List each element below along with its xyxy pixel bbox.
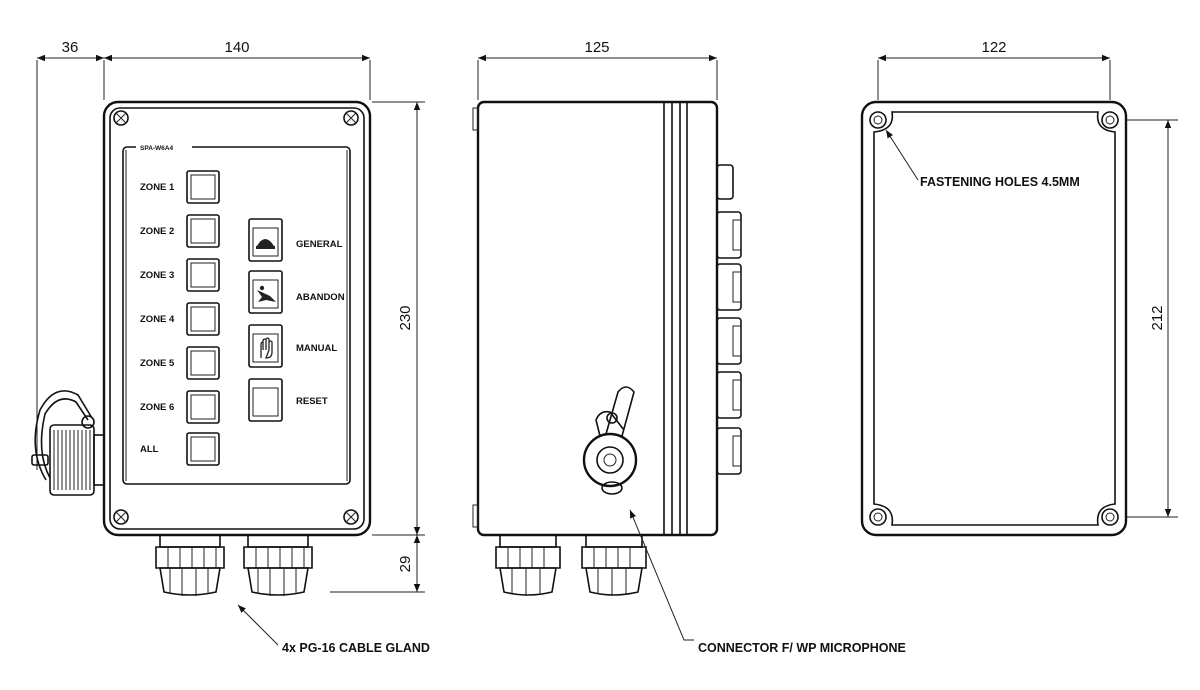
zone-2-button[interactable] — [186, 214, 220, 248]
microphone-leader — [629, 509, 694, 641]
dim-29-label: 29 — [397, 556, 414, 573]
front-enclosure — [102, 100, 372, 537]
zone-5-label: ZONE 5 — [140, 358, 175, 369]
general-button[interactable] — [248, 218, 283, 262]
zone-3-button[interactable] — [186, 258, 220, 292]
general-label: GENERAL — [296, 239, 343, 250]
dimension-front-height: 230 — [372, 101, 425, 536]
back-enclosure — [860, 100, 1128, 537]
dimension-connector-offset: 36 — [36, 39, 105, 470]
side-view: 125 — [472, 39, 906, 655]
zone-6-button[interactable] — [186, 390, 220, 424]
zone-buttons: ZONE 1 ZONE 2 ZONE 3 ZONE 4 ZONE 5 ZONE … — [140, 170, 220, 466]
dim-212-label: 212 — [1149, 305, 1166, 330]
front-view: 36 140 230 29 SPA-W6A4 — [31, 39, 430, 655]
dimension-gland-height: 29 — [330, 535, 425, 593]
cable-gland-leader — [237, 604, 279, 646]
zone-4-button[interactable] — [186, 302, 220, 336]
fastening-callout: FASTENING HOLES 4.5MM — [920, 175, 1080, 189]
front-panel — [122, 146, 351, 485]
alarm-bell-icon — [256, 239, 275, 249]
abandon-ship-icon — [257, 285, 276, 302]
model-label: SPA-W6A4 — [140, 145, 173, 152]
abandon-button[interactable] — [248, 270, 283, 314]
fastening-hole — [869, 111, 1119, 526]
microphone-socket — [582, 386, 638, 495]
dim-140-label: 140 — [224, 39, 249, 56]
dimension-back-width: 122 — [877, 39, 1111, 100]
hand-icon — [260, 337, 273, 359]
zone-all-button[interactable] — [186, 432, 220, 466]
zone-1-button[interactable] — [186, 170, 220, 204]
side-button-stack — [716, 164, 742, 475]
cable-gland — [495, 534, 561, 596]
dimension-front-width: 140 — [104, 39, 371, 100]
reset-button[interactable] — [248, 378, 283, 422]
microphone-connector — [31, 390, 105, 496]
cable-gland — [581, 534, 647, 596]
fastening-leader — [885, 129, 919, 181]
function-buttons: GENERAL ABANDON MANUAL RESET — [248, 218, 345, 422]
reset-label: RESET — [296, 396, 328, 407]
dimension-side-depth: 125 — [477, 39, 718, 100]
dim-230-label: 230 — [397, 305, 414, 330]
dim-125-label: 125 — [584, 39, 609, 56]
zone-5-button[interactable] — [186, 346, 220, 380]
manual-label: MANUAL — [296, 343, 337, 354]
cable-gland-callout: 4x PG-16 CABLE GLAND — [282, 641, 430, 655]
dim-36-label: 36 — [62, 39, 79, 56]
microphone-callout: CONNECTOR F/ WP MICROPHONE — [698, 641, 906, 655]
zone-4-label: ZONE 4 — [140, 314, 175, 325]
zone-6-label: ZONE 6 — [140, 402, 174, 413]
zone-3-label: ZONE 3 — [140, 270, 174, 281]
side-enclosure — [476, 100, 719, 537]
manual-button[interactable] — [248, 324, 283, 368]
dimension-back-height: 212 — [1125, 119, 1178, 518]
abandon-label: ABANDON — [296, 292, 345, 303]
corner-screw — [113, 110, 359, 525]
back-recess — [873, 111, 1116, 526]
zone-1-label: ZONE 1 — [140, 182, 175, 193]
cable-gland — [243, 534, 313, 596]
zone-2-label: ZONE 2 — [140, 226, 174, 237]
dim-122-label: 122 — [981, 39, 1006, 56]
cable-gland — [155, 534, 225, 596]
zone-all-label: ALL — [140, 444, 159, 455]
back-view: 122 212 FASTENING HOLES 4.5MM — [860, 39, 1178, 537]
